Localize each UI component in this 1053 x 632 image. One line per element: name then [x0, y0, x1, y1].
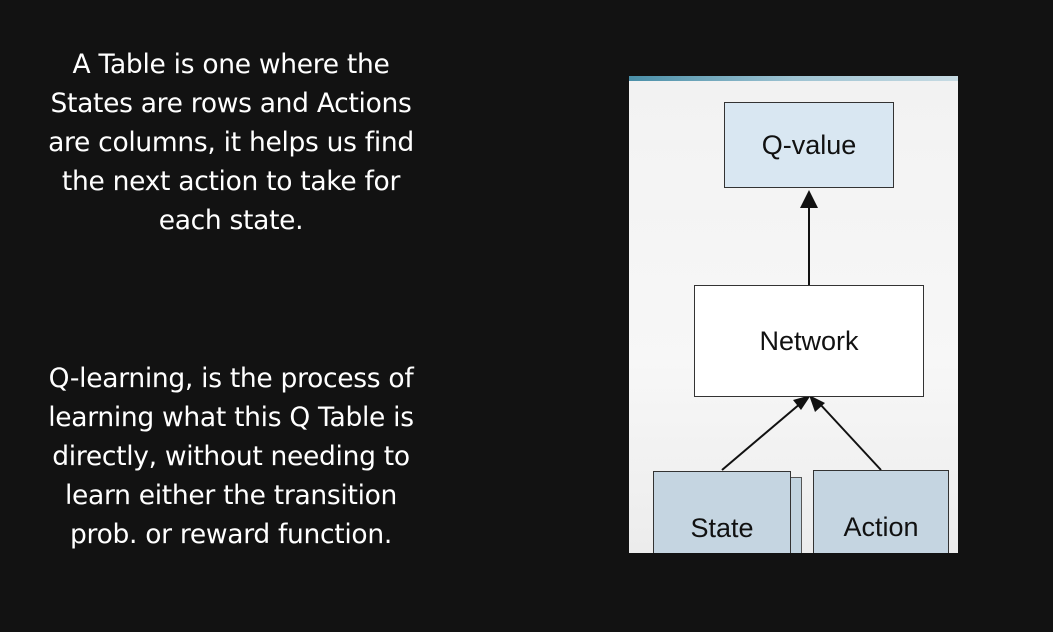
state-label: State	[690, 513, 754, 543]
explanation-paragraph-table: A Table is one where the States are rows…	[48, 49, 414, 236]
network-node: Network	[694, 285, 924, 397]
diagram-arrows	[721, 190, 882, 471]
arrowhead-from-action	[809, 395, 825, 412]
diagram-top-strip	[629, 76, 958, 81]
arrow-state-to-network	[721, 402, 802, 471]
state-node: State	[653, 471, 791, 553]
arrowhead-from-state	[793, 395, 811, 410]
action-label: Action	[843, 512, 919, 542]
arrowhead-qvalue	[800, 190, 818, 208]
q-value-node: Q-value	[724, 102, 894, 188]
explanation-paragraph-q-learning: Q-learning, is the process of learning w…	[48, 363, 414, 550]
action-node: Action	[813, 470, 949, 553]
arrow-action-to-network	[818, 402, 882, 471]
q-network-diagram: Q-value Network State Action	[629, 76, 958, 553]
network-label: Network	[759, 325, 859, 356]
q-value-label: Q-value	[761, 129, 857, 160]
